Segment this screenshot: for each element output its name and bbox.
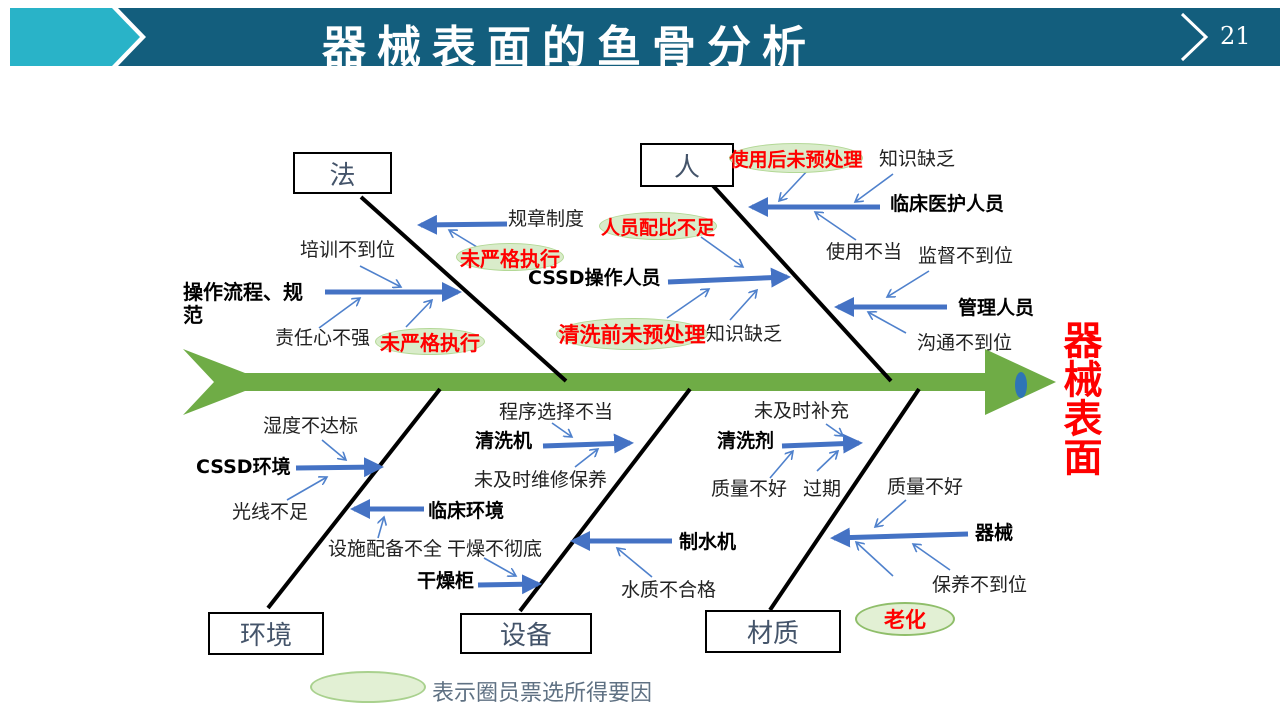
arrow-not-strict-2 [405,300,432,328]
category-box-people: 人 [640,143,734,187]
cause-label-quality-left: 质量不好 [711,478,788,500]
voted-cause-not-strict-2: 未严格执行 [375,328,485,355]
cause-label-knowledge-top: 知识缺乏 [879,148,956,170]
arrow-quality-right [875,499,907,527]
cause-label-light: 光线不足 [232,501,309,523]
arrow-washer [542,433,634,454]
cause-label-water-quality: 水质不合格 [621,579,717,601]
arrow-program [551,422,572,437]
arrow-aging [856,542,894,577]
arrow-knowledge-top [855,173,894,202]
arrow-expired [816,451,838,472]
arrow-instrument [830,527,969,548]
cause-label-communication: 沟通不到位 [917,332,1013,354]
arrow-refill [825,423,843,436]
spine-arrow [183,349,1056,415]
primary-cause-arrows [295,197,969,595]
cause-label-program: 程序选择不当 [499,401,614,423]
cause-label-improper-use: 使用不当 [826,241,903,263]
arrow-regulation [417,214,508,235]
cause-label-washer: 清洗机 [475,430,533,452]
branch-line-material [768,387,921,612]
arrow-facility [378,517,384,539]
spine-head-dot [1015,372,1027,398]
arrow-responsibility [318,298,360,329]
cause-label-water-machine: 制水机 [679,531,737,553]
arrow-cssd-env [295,457,384,478]
cause-label-procedure: 操作流程、规范 [183,280,303,327]
arrow-improper-use [815,212,857,241]
cause-label-manager: 管理人员 [958,297,1035,319]
voted-cause-no-pretreat-after-use: 使用后未预处理 [729,143,863,173]
header-chevron-shape [10,8,140,66]
category-box-law: 法 [293,152,392,194]
arrow-supervision [887,270,930,297]
page-number: 21 [1220,22,1251,50]
chevron-right-icon [1180,12,1209,62]
arrow-no-pretreat-after [779,169,809,201]
branch-line-law [359,195,568,383]
branch-line-environment [266,387,442,610]
branch-line-equipment [518,387,692,613]
cause-label-detergent: 清洗剂 [717,430,775,452]
arrow-staff-ratio [700,236,743,267]
cause-label-knowledge-mid: 知识缺乏 [706,323,783,345]
arrow-quality-left [769,451,793,479]
arrow-humidity [321,439,346,460]
branch-line-people [704,176,893,383]
voted-cause-no-pretreat-before-wash: 清洗前未预处理 [556,318,708,350]
cause-label-cssd-env: CSSD环境 [196,456,291,478]
cause-label-quality-right: 质量不好 [887,476,964,498]
category-box-environment: 环境 [208,612,324,655]
legend-ellipse-icon [310,671,426,703]
cause-label-facility: 设施配备不全 [328,538,443,560]
category-box-equipment: 设备 [460,613,592,654]
cause-label-responsibility: 责任心不强 [275,327,371,349]
cause-label-upkeep: 保养不到位 [932,574,1028,596]
arrow-light [286,477,327,501]
cause-label-maintenance: 未及时维修保养 [474,469,608,491]
cause-label-clinical-env: 临床环境 [428,500,505,522]
category-box-material: 材质 [705,610,841,653]
cause-label-refill: 未及时补充 [754,400,850,422]
arrow-drying-cabinet [477,574,542,595]
header-bar [118,8,1280,66]
arrow-detergent [781,433,863,454]
effect-label: 器械表面 [1057,320,1102,476]
voted-cause-aging: 老化 [855,602,955,636]
cause-label-cssd-operator: CSSD操作人员 [528,267,661,289]
cause-label-clinical-staff: 临床医护人员 [890,193,1005,215]
arrow-cssd-operator [667,267,791,288]
cause-label-regulation: 规章制度 [508,208,585,230]
arrow-upkeep [913,544,951,571]
arrow-no-pretreat-before [666,289,709,319]
page-title: 器械表面的鱼骨分析 [322,22,817,73]
arrow-training [359,265,401,287]
cause-label-supervision: 监督不到位 [918,245,1014,267]
voted-cause-not-strict-1: 未严格执行 [456,243,564,271]
arrow-drying [483,557,516,576]
sub-cause-arrows [286,169,951,578]
arrow-water-quality [617,548,653,578]
voted-cause-staff-ratio: 人员配比不足 [599,212,717,240]
cause-label-training: 培训不到位 [300,239,396,261]
cause-label-drying-cabinet: 干燥柜 [417,570,475,592]
cause-label-instrument: 器械 [975,522,1014,544]
cause-label-humidity: 湿度不达标 [263,415,359,437]
cause-label-expired: 过期 [803,478,842,500]
legend-label: 表示圈员票选所得要因 [432,681,653,706]
arrow-communication [868,312,907,334]
arrow-maintenance [574,449,598,468]
cause-label-drying: 干燥不彻底 [447,538,543,560]
arrow-knowledge-mid [729,290,757,321]
